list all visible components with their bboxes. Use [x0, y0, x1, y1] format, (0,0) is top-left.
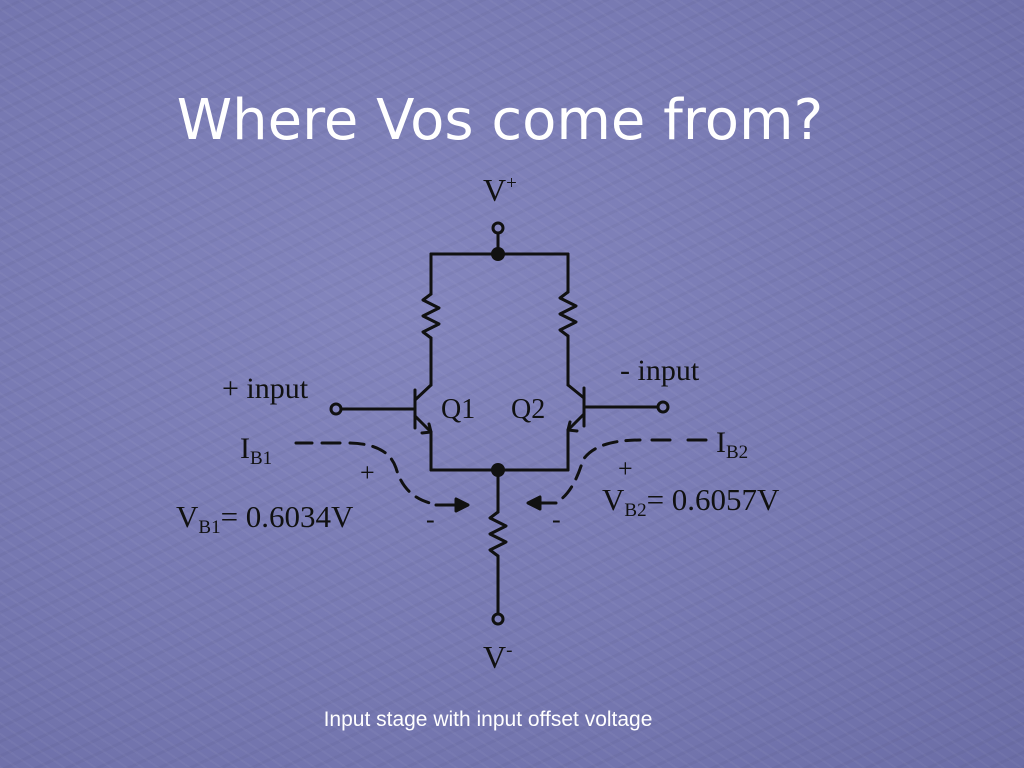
ib1-dashed-path	[348, 441, 432, 505]
vb2-minus-sign: -	[552, 505, 561, 534]
vb2-value: = 0.6057V	[647, 482, 780, 517]
vplus-superscript: +	[506, 173, 517, 194]
vplus-label: V+	[483, 172, 517, 208]
ib1-subscript: B1	[250, 448, 272, 469]
q2-collector-lead	[566, 383, 586, 400]
vb1-minus-sign: -	[426, 505, 435, 534]
ib1-label: IB1	[240, 432, 272, 469]
left-load-resistor	[421, 292, 441, 340]
vb1-arrowhead	[454, 497, 470, 513]
vb1-plus-sign: +	[360, 458, 375, 487]
vminus-label: V-	[483, 639, 512, 675]
tail-resistor	[488, 510, 508, 558]
top-junction-dot	[491, 247, 505, 261]
vb2-subscript: B2	[624, 500, 646, 521]
emitter-junction-dot	[491, 463, 505, 477]
vb1-label: VB1= 0.6034V	[176, 499, 354, 538]
minus-input-terminal	[656, 400, 670, 414]
vb2-label: VB2= 0.6057V	[602, 482, 780, 521]
q1-emitter-lead	[413, 414, 433, 434]
plus-input-terminal	[329, 402, 343, 416]
vb1-subscript: B1	[198, 517, 220, 538]
q1-collector-lead	[413, 383, 433, 402]
q2-emitter-lead	[566, 412, 586, 432]
q2-label: Q2	[511, 394, 545, 425]
ib2-subscript: B2	[726, 442, 748, 463]
slide-title: Where Vos come from?	[176, 88, 824, 153]
right-load-resistor	[558, 290, 578, 338]
vminus-superscript: -	[506, 640, 512, 661]
minus-input-label: - input	[620, 354, 700, 387]
vb2-plus-sign: +	[618, 454, 633, 483]
slide-caption: Input stage with input offset voltage	[323, 708, 653, 731]
vb2-arrowhead	[526, 495, 542, 511]
ib2-label: IB2	[716, 426, 748, 463]
vb1-value: = 0.6034V	[221, 499, 354, 534]
vminus-terminal	[491, 612, 505, 626]
ib2-dashed-path	[558, 438, 642, 502]
plus-input-label: + input	[222, 372, 309, 405]
q1-label: Q1	[441, 394, 475, 425]
